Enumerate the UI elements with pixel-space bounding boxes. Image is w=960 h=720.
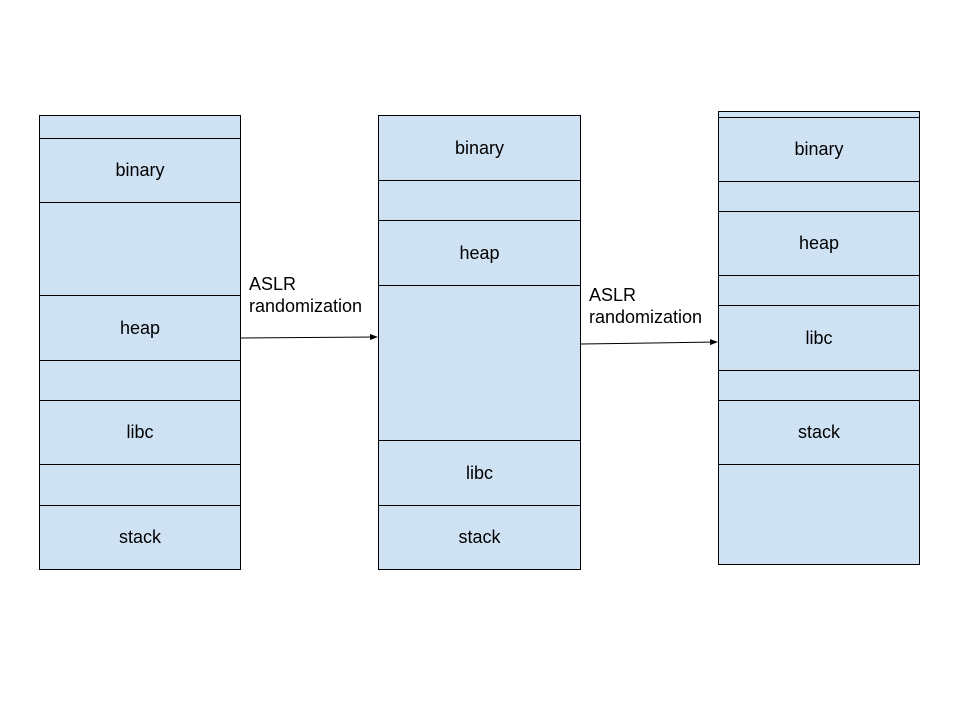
segment-gap: [39, 202, 241, 296]
segment-gap: [718, 275, 920, 306]
segment-heap: heap: [39, 295, 241, 361]
segment-stack: stack: [39, 505, 241, 570]
segment-bottom-gap: [718, 464, 920, 565]
segment-gap: [378, 285, 581, 441]
arrow-label-line2: randomization: [589, 307, 703, 327]
arrow-label-line2: randomization: [249, 296, 363, 316]
segment-libc: libc: [378, 440, 581, 506]
segment-stack: stack: [378, 505, 581, 570]
segment-gap: [378, 180, 581, 221]
segment-binary: binary: [39, 138, 241, 203]
segment-binary: binary: [718, 117, 920, 182]
segment-libc: libc: [718, 305, 920, 371]
arrow-2: [580, 339, 718, 346]
arrow-label-line1: ASLR: [249, 274, 297, 294]
segment-heap: heap: [378, 220, 581, 286]
segment-gap: [718, 181, 920, 212]
arrow-label-line1: ASLR: [589, 285, 637, 305]
segment-binary: binary: [378, 115, 581, 181]
arrow-label-2: ASLR randomization: [589, 284, 702, 328]
arrow-1: [240, 334, 378, 341]
segment-stack: stack: [718, 400, 920, 465]
arrow-label-1: ASLR randomization: [249, 273, 362, 317]
